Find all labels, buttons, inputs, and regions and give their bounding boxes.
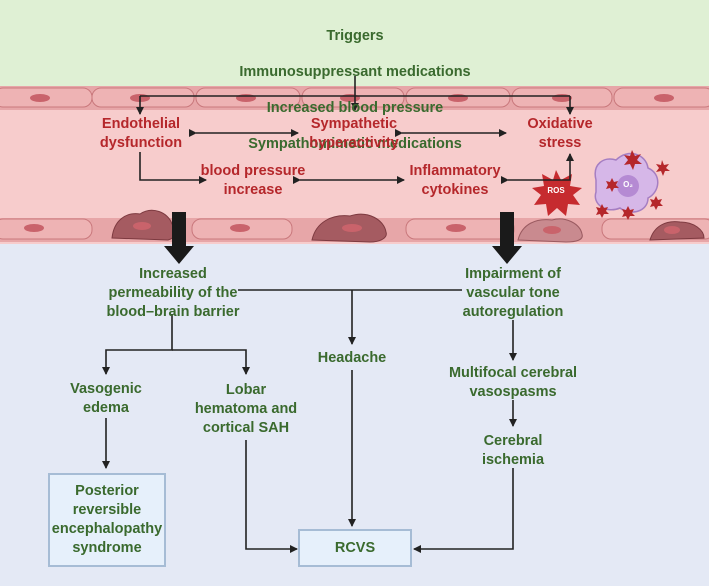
trigger-item: Increased blood pressure — [266, 100, 444, 116]
pres-box: Posterior reversible encephalopathy synd… — [48, 473, 166, 567]
immune-cell-illustration — [594, 152, 659, 213]
blood-pressure-increase-label: blood pressure increase — [200, 163, 306, 198]
trigger-connectors — [136, 76, 574, 115]
cerebral-ischemia-label: Cerebral ischemia — [481, 433, 545, 468]
vessel-connectors — [139, 129, 574, 184]
ros-label: ROS — [547, 186, 565, 195]
bbb-permeability-label: Increased permeability of the blood–brai… — [106, 266, 240, 320]
sympathetic-hyperactivity-label: Sympathetic hyperactivity — [309, 116, 399, 151]
trigger-item: Immunosuppressant medications — [239, 64, 471, 80]
big-arrow-right — [492, 212, 522, 264]
vasospasms-label: Multifocal cerebral vasospasms — [448, 365, 578, 400]
rcvs-label: RCVS — [334, 539, 376, 556]
vasogenic-edema-label: Vasogenic edema — [70, 381, 142, 416]
headache-label: Headache — [317, 350, 387, 366]
triggers-title: Triggers — [326, 28, 384, 44]
oxidative-stress-label: Oxidative stress — [527, 116, 593, 151]
bottom-endothelial-layer — [0, 209, 709, 243]
lobar-hematoma-label: Lobar hematoma and cortical SAH — [194, 382, 298, 436]
o2-radicals — [596, 150, 670, 220]
inflammatory-cytokines-label: Inflammatory cytokines — [409, 163, 501, 198]
pres-label: Posterior reversible encephalopathy synd… — [51, 483, 163, 556]
vascular-tone-impairment-label: Impairment of vascular tone autoregulati… — [462, 266, 564, 320]
o2-label: O₂ — [623, 180, 633, 189]
rcvs-box: RCVS — [298, 529, 412, 567]
triggers-band — [0, 0, 709, 86]
flow-connectors — [102, 289, 517, 553]
triggers-list: Triggers Immunosuppressant medications I… — [180, 9, 530, 171]
trigger-item: Sympathomimetic medications — [248, 136, 462, 152]
endothelial-dysfunction-label: Endothelial dysfunction — [99, 116, 183, 151]
big-arrow-left — [164, 212, 194, 264]
